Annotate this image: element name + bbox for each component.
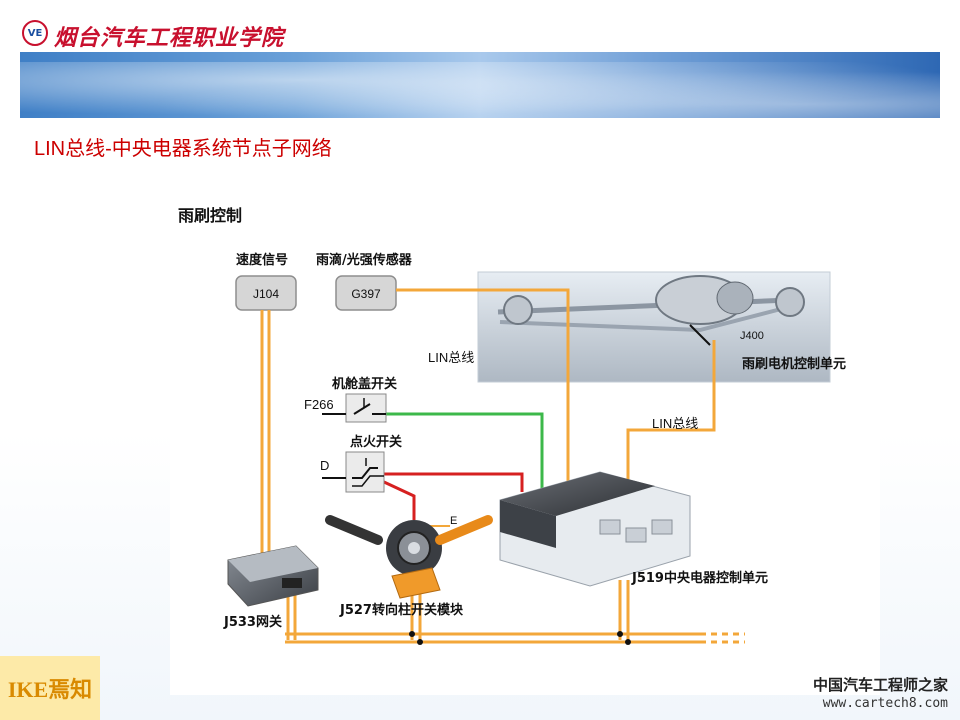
j533-label: J533网关 (223, 614, 282, 630)
school-name: 烟台汽车工程职业学院 (54, 25, 285, 51)
watermark-url: www.cartech8.com (822, 696, 948, 711)
j104-code: J104 (253, 287, 279, 301)
ignition-wire-2 (383, 480, 416, 520)
section-title: 雨刷控制 (178, 206, 242, 225)
j104-module: J104 (235, 275, 297, 311)
j527-label: J527转向柱开关模块 (339, 602, 464, 618)
j519-module (499, 471, 691, 587)
rain-sensor-label: 雨滴/光强传感器 (316, 252, 413, 268)
hood-switch-wire (386, 412, 544, 490)
wiper-ecu-label: 雨刷电机控制单元 (742, 356, 846, 372)
ike-logo: IKE焉知 (0, 656, 100, 720)
ignition-switch-label: 点火开关 (350, 434, 402, 450)
bus-junctions (409, 631, 631, 645)
j519-label: J519中央电器控制单元 (631, 570, 768, 586)
j527-module (325, 515, 493, 599)
watermark-cn: 中国汽车工程师之家 (812, 676, 948, 694)
lin-bus-label-2: LIN总线 (652, 416, 698, 431)
header-banner (20, 52, 940, 118)
e-code: E (450, 515, 457, 527)
j533-gateway (227, 545, 319, 607)
d-code: D (320, 458, 329, 473)
j400-code: J400 (740, 330, 764, 342)
slide-title: LIN总线-中央电器系统节点子网络 (34, 138, 332, 160)
hood-switch-label: 机舱盖开关 (332, 376, 397, 392)
f266-code: F266 (304, 397, 334, 412)
ignition-switch-symbol (322, 451, 385, 493)
speed-signal-label: 速度信号 (236, 252, 288, 268)
g397-sensor: G397 (335, 275, 397, 311)
school-logo-icon: VE (22, 20, 48, 46)
lin-bus-label-1: LIN总线 (428, 350, 474, 365)
hood-switch-symbol (322, 393, 387, 423)
g397-code: G397 (351, 287, 381, 301)
ignition-wire-1 (384, 472, 524, 492)
